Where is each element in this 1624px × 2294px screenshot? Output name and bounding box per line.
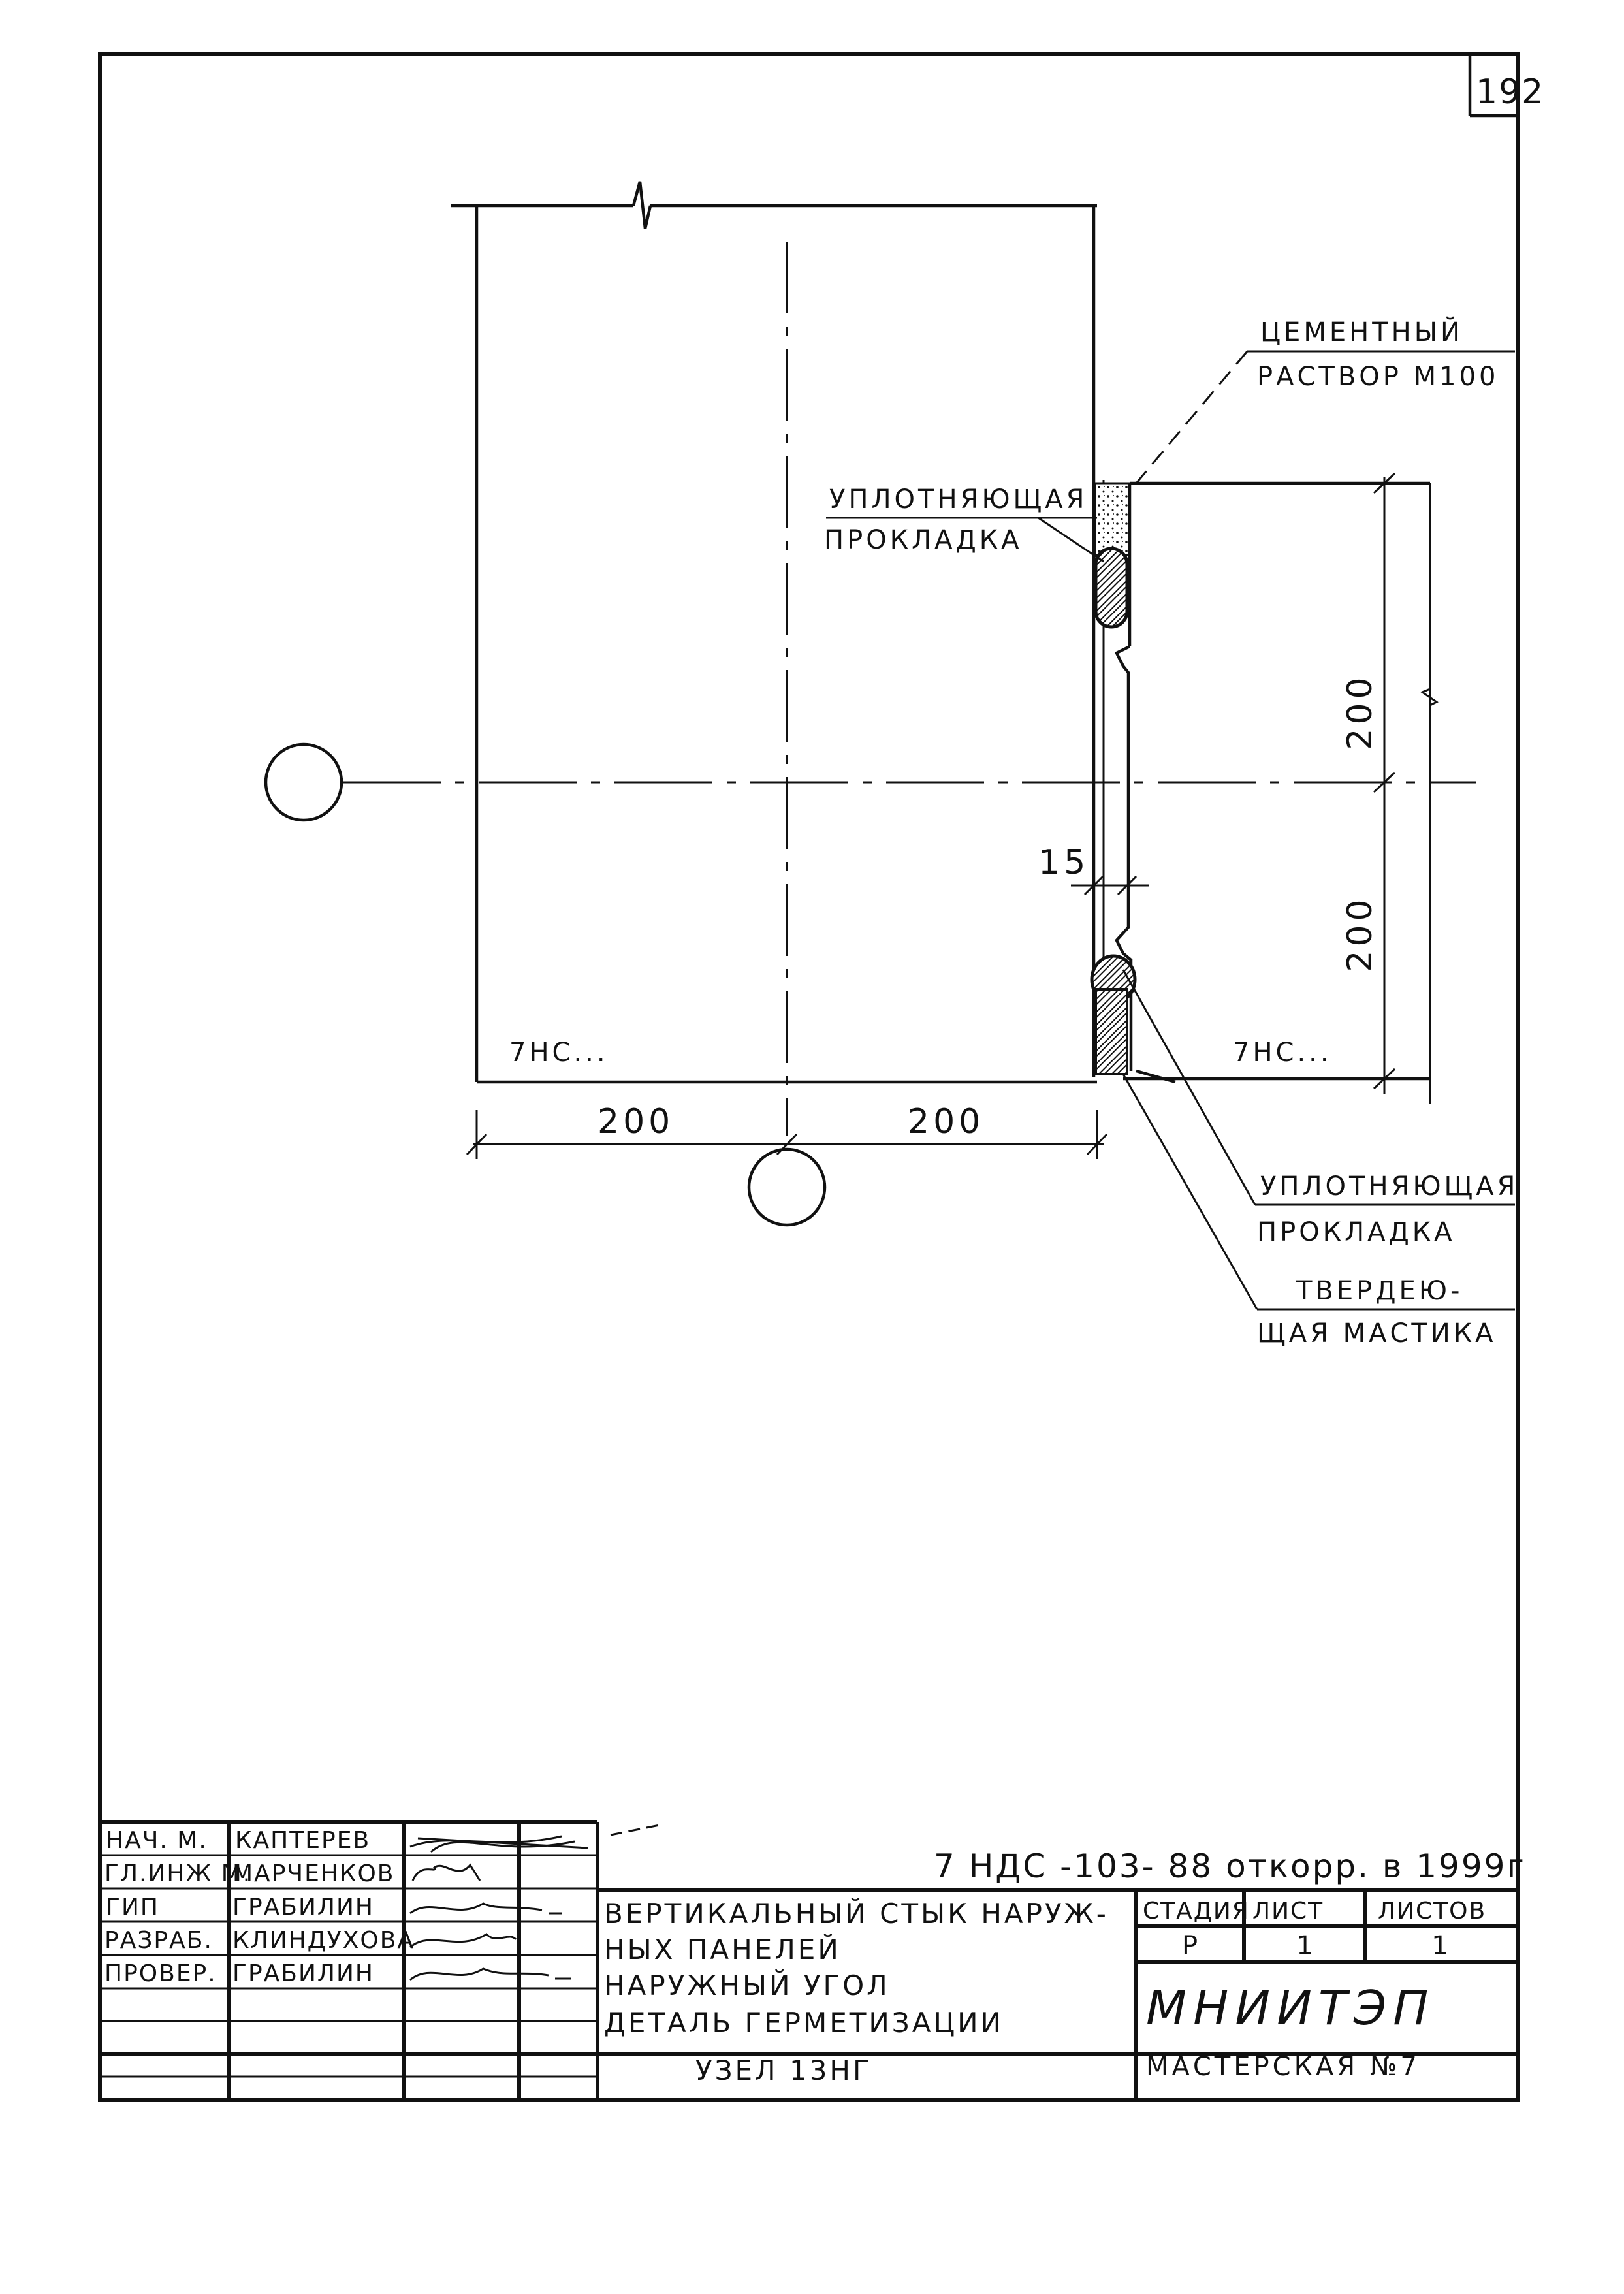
- svg-text:КАПТЕРЕВ: КАПТЕРЕВ: [235, 1827, 370, 1854]
- callout-hardening-mastic: ТВЕРДЕЮ- ЩАЯ МАСТИКА: [1122, 1074, 1515, 1348]
- svg-text:УПЛОТНЯЮЩАЯ: УПЛОТНЯЮЩАЯ: [829, 485, 1087, 515]
- bottom-dimension-line: [466, 1110, 1108, 1159]
- svg-text:ЦЕМЕНТНЫЙ: ЦЕМЕНТНЫЙ: [1260, 316, 1463, 347]
- left-panel-outline: [451, 181, 1105, 1084]
- svg-text:ПРОВЕР.: ПРОВЕР.: [104, 1960, 217, 1987]
- svg-text:РАЗРАБ.: РАЗРАБ.: [104, 1927, 213, 1954]
- stage-value: Р: [1182, 1931, 1198, 1961]
- title-block: [100, 1820, 1518, 2100]
- dimension-bottom-right: 200: [908, 1102, 984, 1141]
- sheet-frame: [98, 52, 1520, 2102]
- page-number: 192: [1476, 72, 1544, 112]
- svg-text:ДЕТАЛЬ ГЕРМЕТИЗАЦИИ: ДЕТАЛЬ ГЕРМЕТИЗАЦИИ: [604, 2007, 1004, 2039]
- svg-text:НАРУЖНЫЙ УГОЛ: НАРУЖНЫЙ УГОЛ: [604, 1969, 890, 2001]
- title-block-roles: НАЧ. М. ГЛ.ИНЖ М. ГИП РАЗРАБ. ПРОВЕР.: [104, 1827, 251, 1987]
- svg-text:ТВЕРДЕЮ-: ТВЕРДЕЮ-: [1296, 1276, 1463, 1306]
- dimension-right-upper: 200: [1341, 673, 1380, 750]
- axis-marker-left: [264, 742, 343, 822]
- stage-header: СТАДИЯ: [1143, 1898, 1250, 1924]
- svg-text:МАРЧЕНКОВ: МАРЧЕНКОВ: [232, 1860, 394, 1887]
- dimension-bottom-left: 200: [597, 1102, 674, 1141]
- svg-text:ВЕРТИКАЛЬНЫЙ СТЫК НАРУЖ-: ВЕРТИКАЛЬНЫЙ СТЫК НАРУЖ-: [604, 1897, 1109, 1930]
- document-code: 7 НДС -103- 88 откорр. в 1999г: [934, 1847, 1526, 1885]
- drawing-title: ВЕРТИКАЛЬНЫЙ СТЫК НАРУЖ- НЫХ ПАНЕЛЕЙ НАР…: [604, 1897, 1109, 2086]
- svg-text:ЩАЯ МАСТИКА: ЩАЯ МАСТИКА: [1257, 1318, 1497, 1348]
- svg-text:НАЧ. М.: НАЧ. М.: [106, 1827, 208, 1854]
- axis-marker-bottom: [747, 1147, 827, 1227]
- cement-mortar-fill: [1094, 482, 1130, 556]
- sheets-header: ЛИСТОВ: [1378, 1898, 1486, 1924]
- svg-text:ПРОКЛАДКА: ПРОКЛАДКА: [1257, 1217, 1456, 1247]
- svg-text:УПЛОТНЯЮЩАЯ: УПЛОТНЯЮЩАЯ: [1260, 1171, 1518, 1202]
- signature-marks: [409, 1835, 588, 1981]
- right-dimension-line: [1373, 472, 1439, 1104]
- sheet-value: 1: [1296, 1931, 1313, 1961]
- svg-text:РАСТВОР М100: РАСТВОР М100: [1257, 362, 1499, 392]
- sheet-header: ЛИСТ: [1252, 1898, 1324, 1924]
- callout-seal-gasket-bottom: УПЛОТНЯЮЩАЯ ПРОКЛАДКА: [1122, 969, 1518, 1247]
- panel-mark-right: 7НС...: [1233, 1038, 1332, 1068]
- svg-text:КЛИНДУХОВА: КЛИНДУХОВА: [232, 1927, 415, 1954]
- seal-gasket-top: [1094, 547, 1129, 629]
- svg-text:ГРАБИЛИН: ГРАБИЛИН: [232, 1960, 374, 1987]
- organization-name: МНИИТЭП: [1146, 1981, 1435, 2035]
- right-panel-outline: [1114, 481, 1430, 1084]
- title-block-names: КАПТЕРЕВ МАРЧЕНКОВ ГРАБИЛИН КЛИНДУХОВА Г…: [232, 1827, 415, 1987]
- workshop-name: МАСТЕРСКАЯ №7: [1146, 2052, 1420, 2082]
- dimension-right-lower: 200: [1341, 895, 1380, 972]
- sheets-value: 1: [1431, 1931, 1448, 1961]
- dimension-joint-gap: 15: [1038, 843, 1089, 882]
- svg-text:УЗЕЛ 13НГ: УЗЕЛ 13НГ: [695, 2054, 872, 2086]
- hardening-mastic-fill: [1094, 988, 1128, 1075]
- svg-text:ПРОКЛАДКА: ПРОКЛАДКА: [824, 525, 1023, 555]
- joint-gap-dimension: [1071, 875, 1149, 896]
- svg-text:ГЛ.ИНЖ М.: ГЛ.ИНЖ М.: [104, 1860, 251, 1887]
- callout-cement-mortar: ЦЕМЕНТНЫЙ РАСТВОР М100: [1135, 316, 1515, 484]
- callout-seal-gasket-top: УПЛОТНЯЮЩАЯ ПРОКЛАДКА: [824, 485, 1104, 563]
- center-lines: [343, 242, 1476, 1136]
- panel-mark-left: 7НС...: [509, 1038, 609, 1068]
- svg-text:ГРАБИЛИН: ГРАБИЛИН: [232, 1894, 374, 1920]
- svg-text:НЫХ ПАНЕЛЕЙ: НЫХ ПАНЕЛЕЙ: [604, 1933, 841, 1966]
- svg-text:ГИП: ГИП: [106, 1894, 159, 1920]
